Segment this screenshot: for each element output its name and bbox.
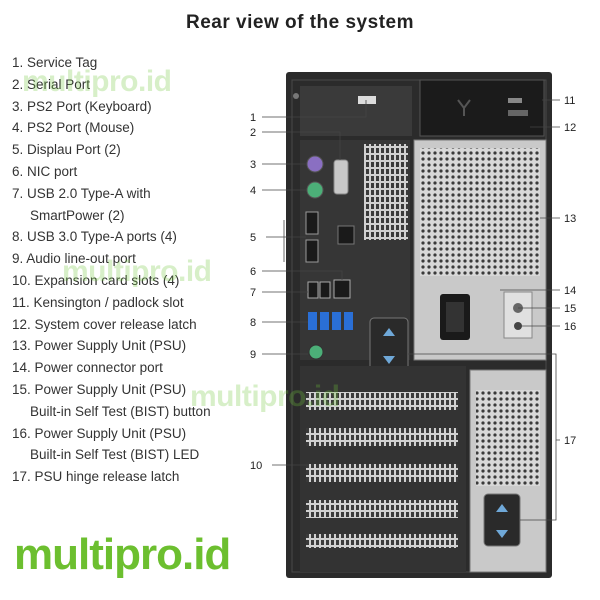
callout-8: 8 [250,317,256,329]
legend-item: 3. PS2 Port (Keyboard) [12,98,152,114]
power-connector-socket [446,302,464,332]
callout-4: 4 [250,185,256,197]
callout-14: 14 [564,285,576,297]
callout-17: 17 [564,435,576,447]
legend-item: 15. Power Supply Unit (PSU) [12,381,187,397]
diagram-title: Rear view of the system [186,12,414,33]
cover-release-latch [508,110,528,116]
latch-arrow-down [383,356,395,364]
legend-item: 14. Power connector port [12,360,163,376]
display-port [305,211,319,235]
psu-bay-vent [476,390,540,486]
callout-3: 3 [250,159,256,171]
latch-arrow-up [383,328,395,336]
io-vent [364,144,408,240]
callout-15: 15 [564,303,576,315]
legend-item: 9. Audio line-out port [12,251,136,267]
callout-1: 1 [250,112,256,124]
legend-item: 11. Kensington / padlock slot [12,294,184,310]
kensington-slot [508,98,522,103]
callout-9: 9 [250,349,256,361]
legend-item: 5. Displau Port (2) [12,142,121,158]
service-tag-label [358,96,376,104]
bist-panel [503,291,533,339]
psu-vent [420,148,540,276]
callout-11: 11 [564,95,575,107]
legend-item: 7. USB 2.0 Type-A with [12,185,151,201]
legend-list: 1. Service Tag 2. Serial Port 3. PS2 Por… [12,52,262,488]
nic-port [333,279,351,299]
dell-logo-mark [457,99,471,116]
screw [293,93,299,99]
legend-item: 12. System cover release latch [12,316,197,332]
latch-arrow-down [496,530,508,538]
callout-6: 6 [250,266,256,278]
expansion-slot [306,500,458,518]
legend-item: 17. PSU hinge release latch [12,469,180,485]
legend-item-continuation: SmartPower (2) [30,207,125,223]
legend-item: 4. PS2 Port (Mouse) [12,120,135,136]
legend-item: 6. NIC port [12,163,78,179]
usb2-port [319,281,331,299]
legend-item-continuation: Built-in Self Test (BIST) LED [30,447,200,463]
watermark: multipro.id [22,65,172,98]
watermark: multipro.id [62,255,212,288]
usb3-port [308,312,317,330]
legend-item: 1. Service Tag [12,55,98,70]
cover-latch-panel [419,79,545,137]
legend-item: 8. USB 3.0 Type-A ports (4) [12,229,177,245]
watermark: multipro.id [190,380,340,413]
psu-hinge-release-latch [483,493,521,547]
callout-5: 5 [250,232,256,244]
expansion-slot [306,534,458,548]
callout-16: 16 [564,321,576,333]
audio-line-out-port [308,344,324,360]
leader-lines [262,99,560,521]
usb2-port [307,281,319,299]
callout-13: 13 [564,213,576,225]
serial-port [333,159,349,195]
callout-2: 2 [250,127,256,139]
psu-handle [369,317,409,375]
legend-item: 10. Expansion card slots (4) [12,272,180,288]
expansion-slot [306,392,458,410]
expansion-slot [306,428,458,446]
legend-item-continuation: Built-in Self Test (BIST) button [30,403,211,419]
expansion-slot [306,464,458,482]
callout-12: 12 [564,122,576,134]
ps2-mouse-port [306,181,324,199]
legend-item: 13. Power Supply Unit (PSU) [12,338,187,354]
top-panel [300,86,412,136]
callout-10: 10 [250,460,262,472]
latch-arrow-up [496,504,508,512]
display-port [305,239,319,263]
usb3-port [344,312,353,330]
usb3-port [332,312,341,330]
brand-logo: multipro.id [14,530,231,579]
usb3-port [320,312,329,330]
legend-item: 16. Power Supply Unit (PSU) [12,425,187,441]
ps2-keyboard-port [306,155,324,173]
option-plate [337,225,355,245]
legend-item: 2. Serial Port [12,76,91,92]
callout-7: 7 [250,287,256,299]
